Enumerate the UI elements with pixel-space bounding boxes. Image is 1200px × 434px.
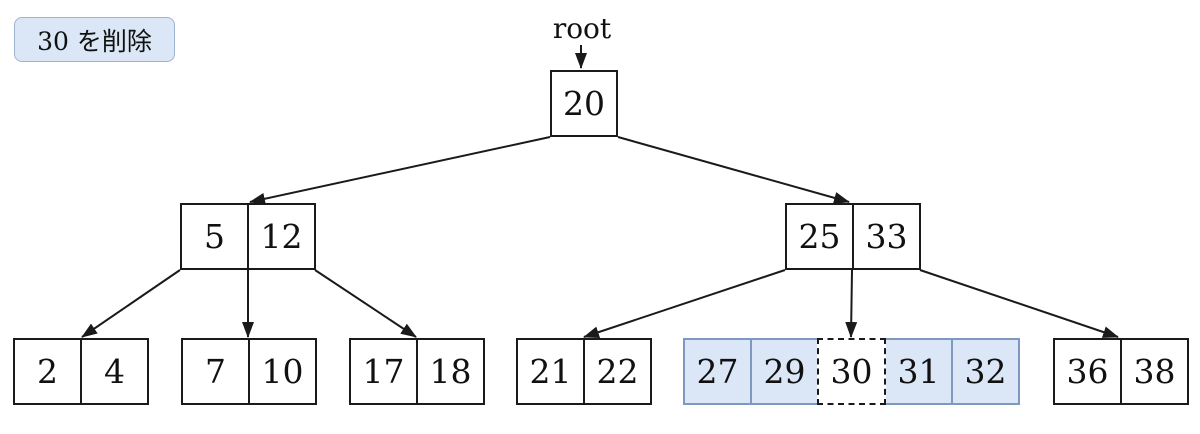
key-text: 29 <box>763 352 806 391</box>
node-internal-right: 25 33 <box>785 203 921 270</box>
key-text: 12 <box>260 217 303 256</box>
node-leaf-2: 7 10 <box>181 338 317 405</box>
key-cell: 12 <box>247 203 316 270</box>
edge-ileft-to-leaf1 <box>81 269 181 338</box>
key-text: 33 <box>865 217 908 256</box>
node-leaf-6: 36 38 <box>1053 338 1189 405</box>
caption-badge: 30 を削除 <box>14 17 175 62</box>
key-cell: 36 <box>1053 338 1122 405</box>
edge-ileft-to-leaf3 <box>314 269 417 338</box>
key-cell: 33 <box>852 203 921 270</box>
node-leaf-5-highlighted: 27 29 30 31 32 <box>683 338 1020 405</box>
key-cell-deleting: 30 <box>817 338 886 405</box>
key-cell-highlighted: 32 <box>951 338 1020 405</box>
key-cell: 5 <box>180 203 249 270</box>
key-text: 25 <box>798 217 841 256</box>
key-text: 31 <box>897 352 940 391</box>
key-cell: 21 <box>516 338 585 405</box>
key-cell: 20 <box>550 70 618 137</box>
key-cell: 7 <box>181 338 250 405</box>
root-pointer-label: root <box>552 12 612 45</box>
key-text: 38 <box>1133 352 1176 391</box>
key-cell: 2 <box>13 338 82 405</box>
key-cell-highlighted: 31 <box>884 338 953 405</box>
edge-root-to-internal-right <box>617 136 850 204</box>
key-cell: 10 <box>248 338 317 405</box>
key-text: 17 <box>362 352 405 391</box>
edge-iright-to-leaf4 <box>583 269 786 338</box>
key-text: 22 <box>596 352 639 391</box>
key-text: 18 <box>429 352 472 391</box>
node-root: 20 <box>550 70 618 137</box>
key-cell-highlighted: 27 <box>683 338 752 405</box>
key-cell: 22 <box>583 338 652 405</box>
key-cell: 25 <box>785 203 854 270</box>
key-cell: 38 <box>1120 338 1189 405</box>
node-leaf-4: 21 22 <box>516 338 652 405</box>
key-cell: 17 <box>349 338 418 405</box>
node-leaf-3: 17 18 <box>349 338 485 405</box>
caption-text: 30 を削除 <box>37 26 152 56</box>
edge-iright-to-leaf6 <box>919 269 1119 338</box>
key-text: 27 <box>696 352 739 391</box>
edge-iright-to-leaf5 <box>845 269 858 338</box>
key-text: 2 <box>37 352 58 391</box>
node-leaf-1: 2 4 <box>13 338 149 405</box>
key-cell-highlighted: 29 <box>750 338 819 405</box>
key-text: 20 <box>563 84 605 123</box>
key-text: 21 <box>529 352 572 391</box>
node-internal-left: 5 12 <box>180 203 316 270</box>
key-text: 7 <box>205 352 226 391</box>
key-text: 4 <box>104 352 125 391</box>
key-text: 10 <box>261 352 304 391</box>
edge-root-to-internal-left <box>249 136 551 205</box>
key-text: 32 <box>964 352 1007 391</box>
key-text: 36 <box>1066 352 1109 391</box>
key-text: 5 <box>204 217 225 256</box>
key-text: 30 <box>830 352 873 391</box>
key-cell: 18 <box>416 338 485 405</box>
key-cell: 4 <box>80 338 149 405</box>
